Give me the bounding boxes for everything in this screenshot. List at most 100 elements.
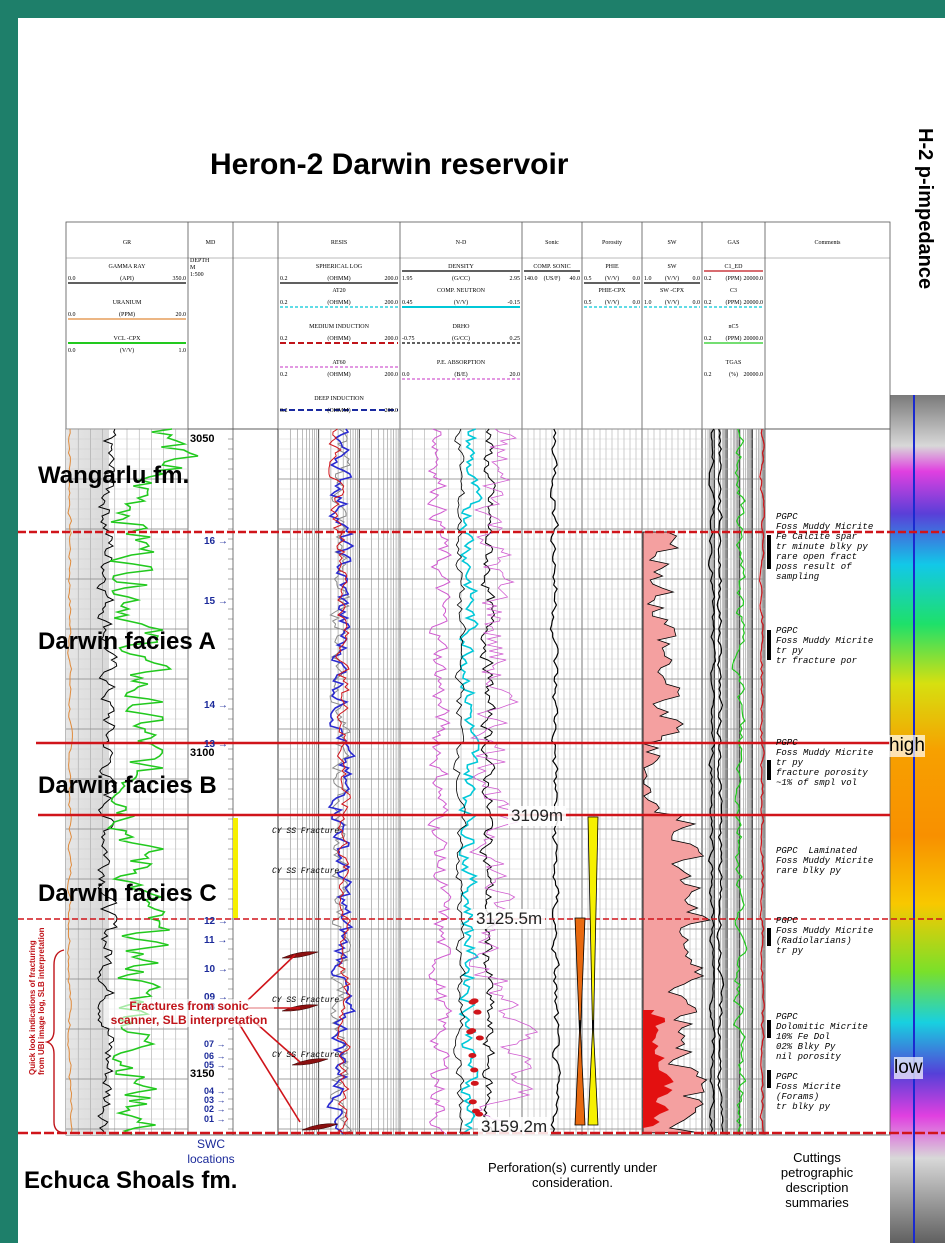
depth-label-3100: 3100 [190,747,215,759]
header-gas-max-0: 20000.0 [743,276,764,282]
formation-darwin-c: Darwin facies C [38,880,217,907]
header-porosity-curve-0: PHIE [605,264,619,270]
header-gas-curve-2: nC5 [728,324,739,330]
perf-orange-lower [574,1019,586,1126]
header-sonic-track: Sonic [545,240,559,246]
header-nd-track: N-D [455,240,467,246]
swc-13: 13 → [204,739,228,750]
header-nd-unit-2: (G/CC) [452,336,470,342]
header-nd-curve-3: P.E. ABSORPTION [436,360,486,366]
header-nd-curve-2: DRHO [452,324,470,330]
header-nd-unit-0: (G/CC) [452,276,470,282]
header-gr-unit-2: (V/V) [119,348,135,354]
header-sw-curve-0: SW [667,264,677,270]
header-resis-min-1: 0.2 [280,300,288,306]
impedance-strip [890,395,945,1243]
slide-border-left [0,0,18,1243]
swc-14: 14 → [204,700,228,711]
header-gr-curve-1: URANIUM [112,300,142,306]
swc-04: 04 → [204,1086,226,1096]
header-gr-max-2: 1.0 [178,348,187,354]
fracture-tag-4: CY SS Fracture [272,1051,340,1060]
header-sw-max-0: 0.0 [692,276,701,282]
header-gr-max-0: 350.0 [172,276,187,282]
header-gr-min-1: 0.0 [68,312,76,318]
swc-10: 10 → [204,964,228,975]
swc-15: 15 → [204,596,228,607]
header-resis-unit-1: (OHMM) [327,300,351,306]
perf-label-bottom: 3159.2m [478,1117,551,1137]
header-resis-min-2: 0.2 [280,336,288,342]
swc-marker-strip [233,818,238,918]
header-gas-min-2: 0.2 [704,336,712,342]
header-gr-max-1: 20.0 [175,312,187,318]
header-gas-max-2: 20000.0 [743,336,764,342]
header-gr-min-0: 0.0 [68,276,76,282]
depth-label-3150: 3150 [190,1068,215,1080]
header-nd-curve-0: DENSITY [448,264,474,270]
header-resis-min-0: 0.2 [280,276,288,282]
depth-label-3050: 3050 [190,433,215,445]
header-resis-unit-4: (OHMM) [327,408,351,414]
header-nd-unit-1: (V/V) [453,300,469,306]
gr-shading [66,429,109,1135]
swc-label: SWC locations [187,1137,235,1166]
comment-1: PGPC Foss Muddy Micrite Fe Calcite spar … [776,512,874,582]
impedance-high-label: high [889,735,925,757]
header-md-line2: M [190,265,196,271]
header-resis-unit-2: (OHMM) [327,336,351,342]
header-gr-curve-0: GAMMA RAY [108,264,146,270]
header-sw-max-1: 0.0 [692,300,701,306]
header-resis-unit-0: (OHMM) [327,276,351,282]
header-porosity-min-1: 0.5 [584,300,592,306]
perf-yellow-upper [587,816,599,1051]
header-resis-curve-4: DEEP INDUCTION [314,396,364,402]
header-nd-max-1: -0.15 [507,300,521,306]
swc-09: 09 → [204,992,228,1003]
header-resis-max-3: 200.0 [384,372,399,378]
swc-05: 05 → [204,1060,226,1070]
header-sonic-max-0: 40.0 [569,276,581,282]
perforation-glyphs [574,816,599,1126]
header-gas-curve-0: C1_ED [724,264,743,270]
side-note: Quick look indications of fracturing fro… [28,927,46,1075]
header-resis-max-1: 200.0 [384,300,399,306]
header-porosity-min-0: 0.5 [584,276,592,282]
log-header-frame [65,221,891,430]
header-gas-track: GAS [727,240,740,246]
header-nd-min-3: 0.0 [402,372,410,378]
page-title: Heron-2 Darwin reservoir [210,148,569,181]
swc-06: 06 → [204,1051,226,1061]
header-sonic-min-0: 140.0 [524,276,538,282]
header-gas-unit-1: (PPM) [725,300,742,306]
header-resis-max-2: 200.0 [384,336,399,342]
header-gr-unit-0: (API) [120,276,134,282]
header-sw-curve-1: SW -CPX [659,288,685,294]
perf-label-top: 3109m [508,806,566,826]
header-nd-max-3: 20.0 [509,372,521,378]
header-porosity-track: Porosity [601,240,622,246]
header-gas-min-0: 0.2 [704,276,712,282]
header-md-track: MD [205,240,216,246]
header-resis-track: RESIS [330,240,348,246]
header-gas-curve-1: C3 [729,288,737,294]
header-resis-curve-3: AT60 [332,360,346,366]
header-porosity-curve-1: PHIE-CPX [598,288,626,294]
header-resis-max-0: 200.0 [384,276,399,282]
comment-bars [767,535,771,1088]
swc-02: 02 → [204,1104,226,1114]
header-gas-max-1: 20000.0 [743,300,764,306]
header-sw-unit-0: (V/V) [664,276,680,282]
slide-border-top [0,0,945,18]
header-nd-min-0: 1.95 [402,276,413,282]
fractures-note: Fractures from sonic scanner, SLB interp… [104,999,274,1027]
header-resis-curve-1: AT20 [332,288,346,294]
comment-7: PGPC Foss Micrite (Forams) tr blky py [776,1072,841,1112]
comment-6: PGPC Dolomitic Micrite 10% Fe Dol 02% Bl… [776,1012,868,1062]
header-resis-min-3: 0.2 [280,372,288,378]
header-comments-track: Comments [814,240,841,246]
impedance-low-label: low [894,1057,923,1079]
header-nd-min-2: -0.75 [402,336,415,342]
